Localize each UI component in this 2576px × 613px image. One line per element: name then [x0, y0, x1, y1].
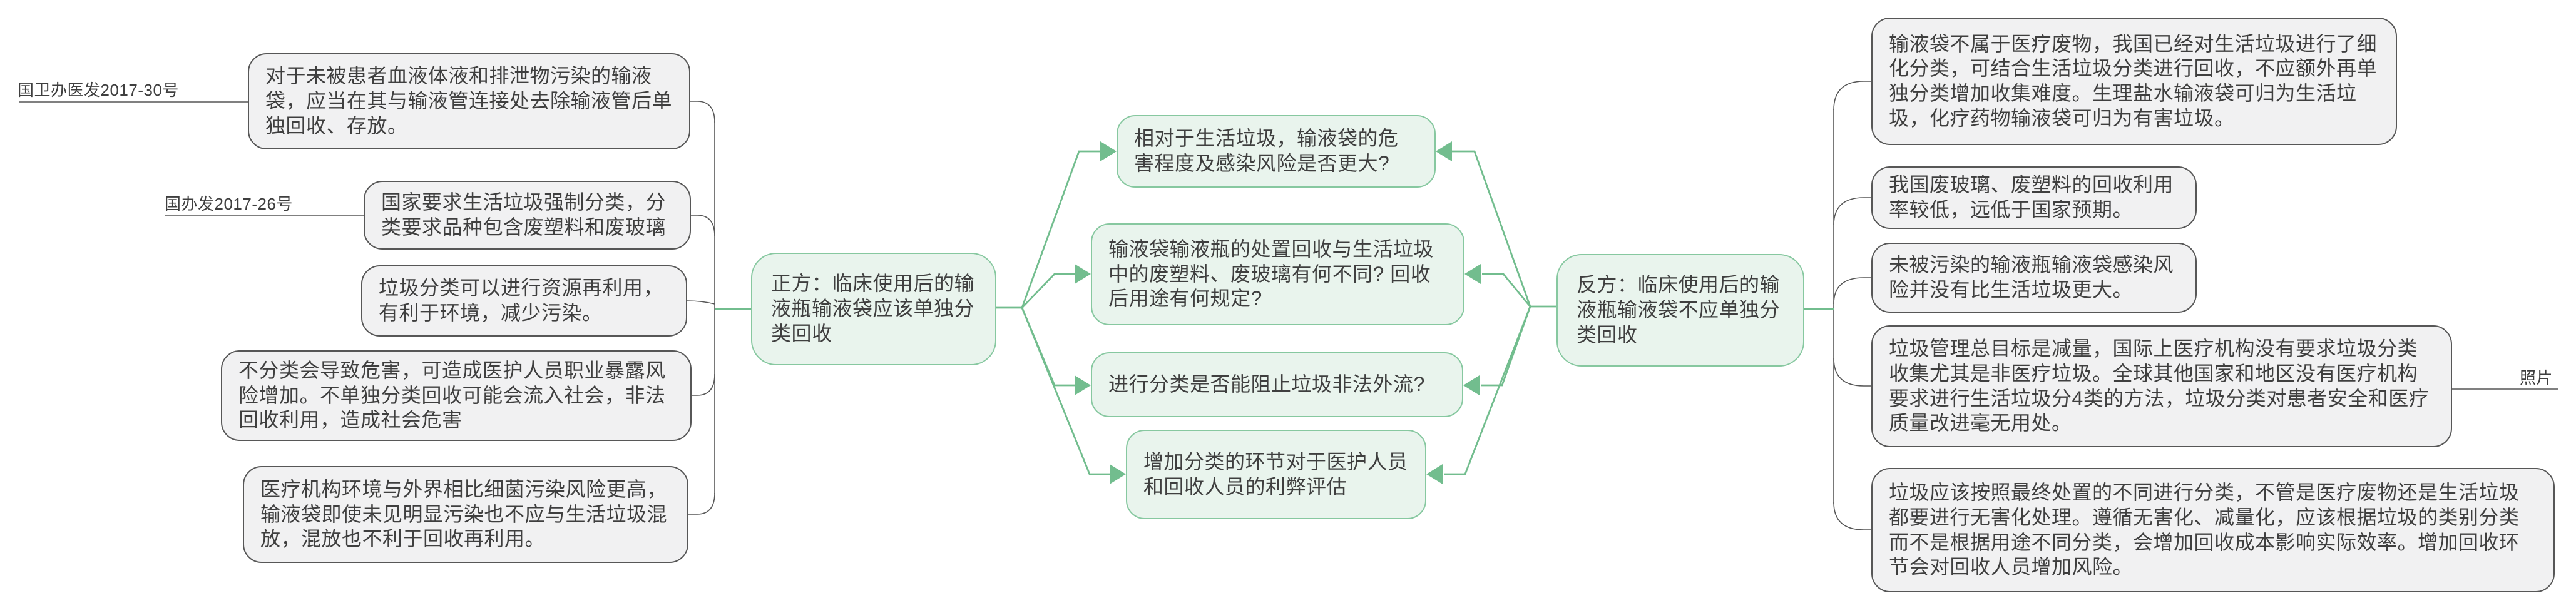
- callout-label-regulation-2017-30[interactable]: 国卫办医发2017-30号: [18, 81, 179, 99]
- pro-topic-node[interactable]: 正方：临床使用后的输液瓶输液袋应该单独分类回收: [751, 253, 996, 365]
- con-branch-lines: [1833, 81, 1871, 530]
- question-node-1[interactable]: 相对于生活垃圾，输液袋的危害程度及感染风险是否更大?: [1117, 115, 1436, 188]
- pro-argument-node-2[interactable]: 国家要求生活垃圾强制分类，分类要求品种包含废塑料和废玻璃: [364, 181, 691, 250]
- callout-label-regulation-2017-26[interactable]: 国办发2017-26号: [165, 195, 293, 213]
- con-question-fan: [1444, 150, 1556, 475]
- con-topic-node[interactable]: 反方：临床使用后的输液瓶输液袋不应单独分类回收: [1556, 254, 1804, 367]
- con-argument-node-1[interactable]: 输液袋不属于医疗废物，我国已经对生活垃圾进行了细化分类，可结合生活垃圾分类进行回…: [1871, 18, 2397, 145]
- question-node-2[interactable]: 输液袋输液瓶的处置回收与生活垃圾中的废塑料、废玻璃有何不同? 回收后用途有何规定…: [1091, 223, 1464, 325]
- label-lines: [19, 101, 2558, 390]
- question-node-3[interactable]: 进行分类是否能阻止垃圾非法外流?: [1091, 352, 1463, 417]
- pro-argument-node-1[interactable]: 对于未被患者血液体液和排泄物污染的输液袋，应当在其与输液管连接处去除输液管后单独…: [248, 53, 690, 149]
- pro-argument-node-4[interactable]: 不分类会导致危害，可造成医护人员职业暴露风险增加。不单独分类回收可能会流入社会，…: [221, 350, 692, 441]
- pro-question-fan: [996, 150, 1111, 475]
- con-argument-node-2[interactable]: 我国废玻璃、废塑料的回收利用率较低，远低于国家预期。: [1871, 166, 2197, 229]
- con-argument-node-4[interactable]: 垃圾管理总目标是减量，国际上医疗机构没有要求垃圾分类收集尤其是非医疗垃圾。全球其…: [1871, 325, 2452, 447]
- con-argument-node-3[interactable]: 未被污染的输液瓶输液袋感染风险并没有比生活垃圾更大。: [1871, 243, 2197, 313]
- callout-label-photo[interactable]: 照片: [2520, 368, 2553, 387]
- pro-argument-node-5[interactable]: 医疗机构环境与外界相比细菌污染风险更高，输液袋即使未见明显污染也不应与生活垃圾混…: [243, 466, 688, 563]
- arrowheads: [1075, 141, 1481, 484]
- pro-branch-lines: [687, 101, 715, 515]
- question-node-4[interactable]: 增加分类的环节对于医护人员和回收人员的利弊评估: [1126, 430, 1426, 519]
- con-argument-node-5[interactable]: 垃圾应该按照最终处置的不同进行分类，不管是医疗废物还是生活垃圾都要进行无害化处理…: [1871, 468, 2555, 592]
- pro-argument-node-3[interactable]: 垃圾分类可以进行资源再利用，有利于环境，减少污染。: [361, 265, 687, 337]
